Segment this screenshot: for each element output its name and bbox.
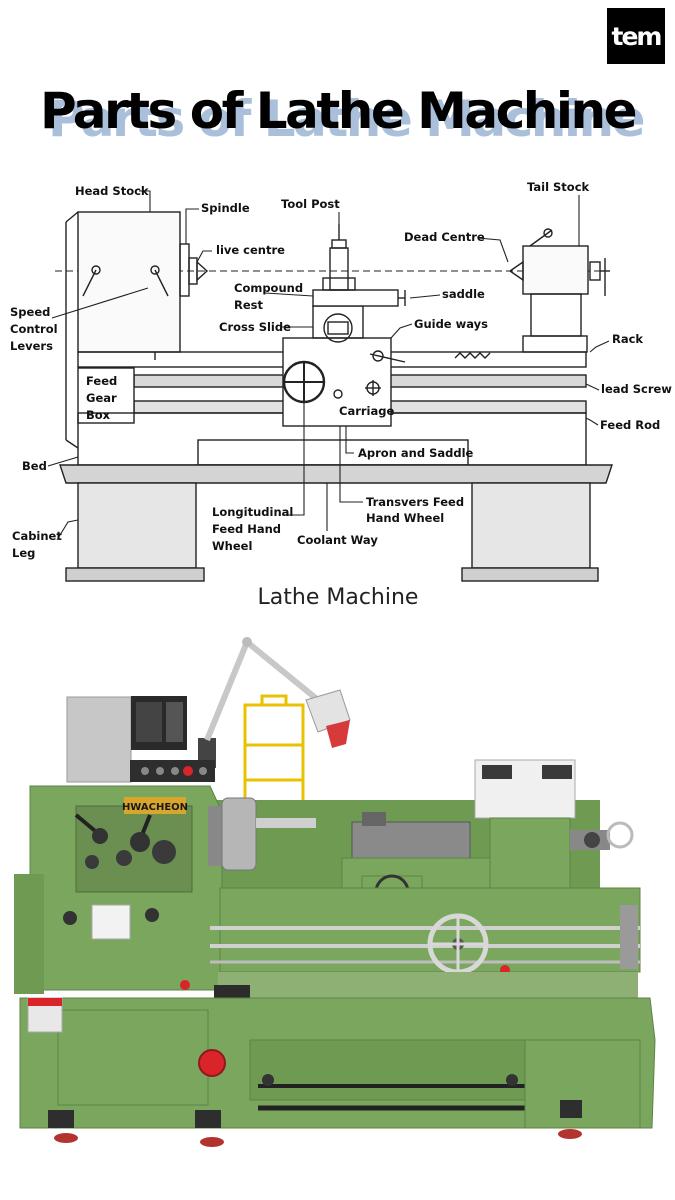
brand-plate: HWACHEON (122, 802, 188, 813)
label-coolant-way: Coolant Way (297, 533, 378, 547)
label-feed-gear-1: Feed (86, 374, 117, 388)
label-speed-3: Levers (10, 339, 53, 353)
brand-logo: tem (607, 8, 665, 64)
label-head-stock: Head Stock (75, 184, 149, 198)
apron-hand-wheel (427, 913, 489, 975)
tailstock (474, 759, 634, 891)
label-cabinet-2: Leg (12, 546, 35, 560)
label-compound-2: Rest (234, 298, 263, 312)
label-guide-ways: Guide ways (414, 317, 488, 331)
label-longitudinal-3: Wheel (212, 539, 252, 553)
label-feed-rod: Feed Rod (600, 418, 660, 432)
label-feed-gear-3: Box (86, 408, 111, 422)
label-speed-1: Speed (10, 305, 50, 319)
label-cabinet-1: Cabinet (12, 529, 62, 543)
label-tail-stock: Tail Stock (527, 180, 590, 194)
title-shadow: Parts of Lathe Machine (47, 90, 646, 148)
work-lamp (198, 637, 351, 768)
label-rack: Rack (612, 332, 643, 346)
label-lead-screw: lead Screw (601, 382, 672, 396)
diagram-caption: Lathe Machine (258, 585, 419, 610)
label-longitudinal-2: Feed Hand (212, 522, 281, 536)
cabinet-base (19, 997, 656, 1129)
label-cross-slide: Cross Slide (219, 320, 291, 334)
dro-unit (66, 696, 187, 783)
chuck (208, 797, 316, 871)
label-feed-gear-2: Gear (86, 391, 117, 405)
label-transvers-1: Transvers Feed (366, 495, 464, 509)
label-longitudinal-1: Longitudinal (212, 505, 293, 519)
lathe-photo: HWACHEON (14, 637, 656, 1147)
label-saddle: saddle (442, 287, 485, 301)
label-spindle: Spindle (201, 201, 250, 215)
label-bed: Bed (22, 459, 47, 473)
label-speed-2: Control (10, 322, 58, 336)
page-title: Parts of Lathe Machine Parts of Lathe Ma… (0, 82, 675, 152)
chuck-guard (243, 694, 305, 819)
label-transvers-2: Hand Wheel (366, 511, 444, 525)
label-tool-post: Tool Post (281, 197, 340, 211)
label-compound-1: Compound (234, 281, 303, 295)
label-live-centre: live centre (216, 243, 285, 257)
lathe-diagram: Head Stock Spindle Tool Post Tail Stock … (10, 180, 672, 610)
label-carriage: Carriage (339, 404, 394, 418)
headstock: HWACHEON (14, 785, 223, 994)
label-dead-centre: Dead Centre (404, 230, 485, 244)
title-text: Parts of Lathe Machine (39, 82, 638, 140)
label-apron: Apron and Saddle (358, 446, 474, 460)
